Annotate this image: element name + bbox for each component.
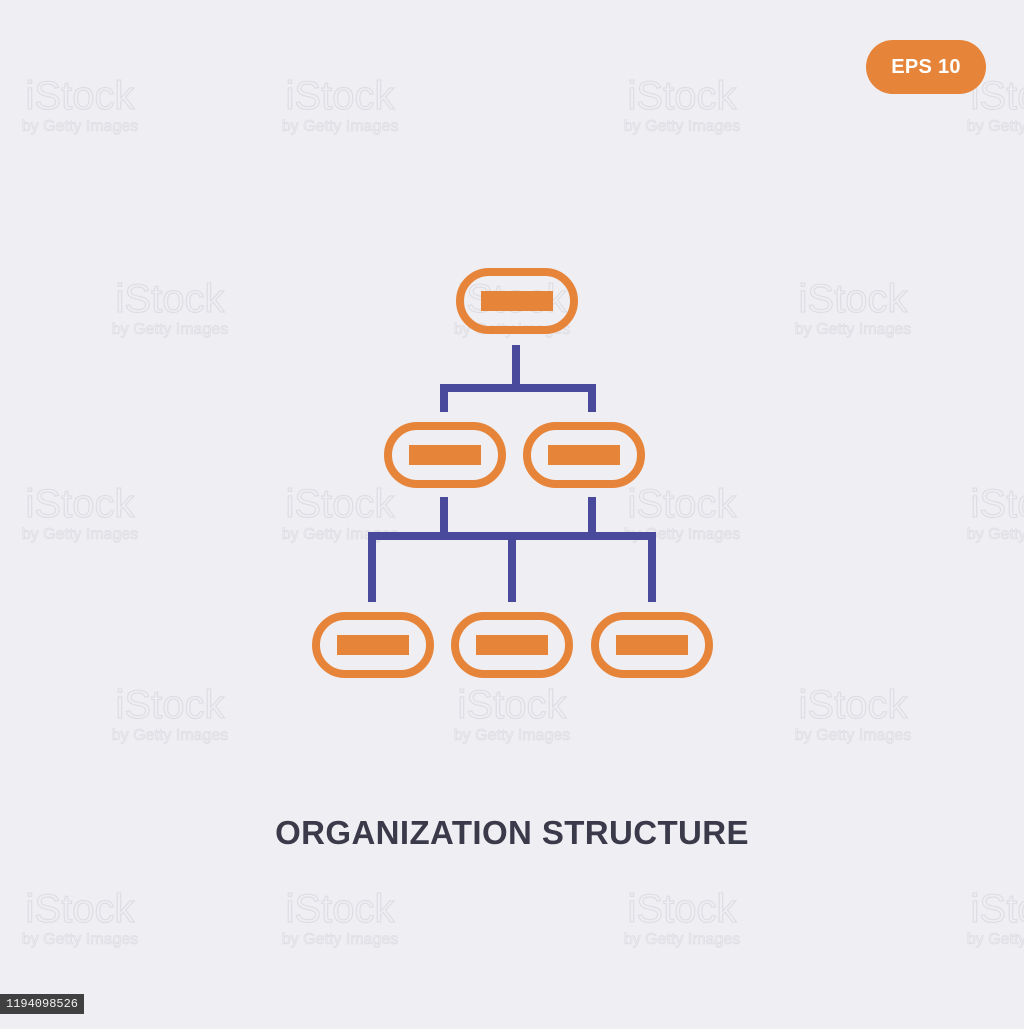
image-id-label: 1194098526 [0,994,85,1014]
org-node-bottom-left [312,612,434,678]
org-node-mid-right [523,422,645,488]
icon-title: ORGANIZATION STRUCTURE [275,814,749,851]
org-node-mid-left [384,422,506,488]
eps-badge: EPS 10 [866,40,986,94]
org-node-bottom-center [451,612,573,678]
org-node-bottom-right [591,612,713,678]
connector-lines [368,345,656,602]
org-node-top [456,268,578,334]
